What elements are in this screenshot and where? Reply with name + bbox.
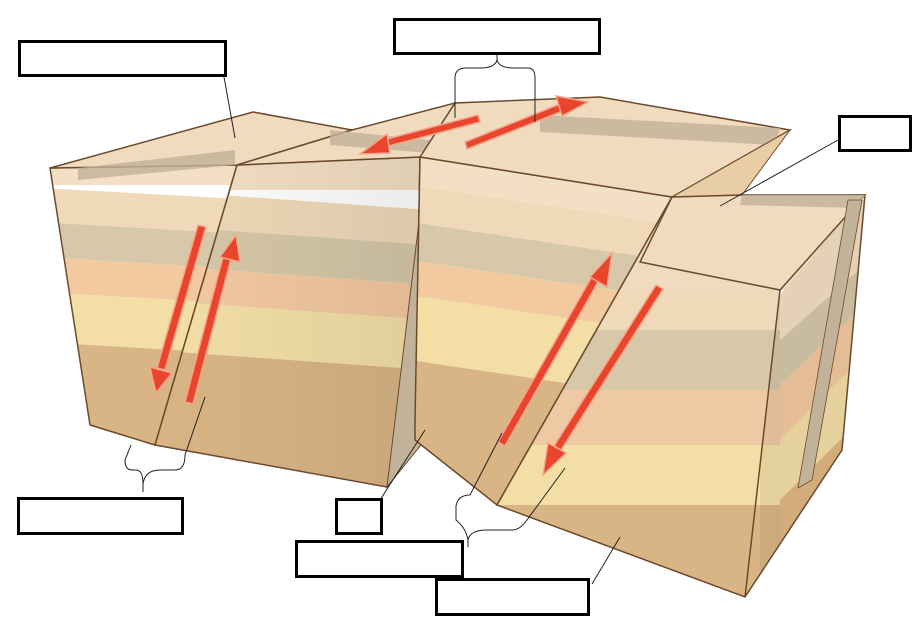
arrow-strike-right [464, 95, 591, 151]
label-box-top-left[interactable] [18, 40, 227, 77]
brace-bottom-right-half [467, 467, 566, 541]
marker-bed-top-left [78, 150, 235, 180]
block-right-top-edge [639, 261, 781, 291]
leader-small-center [379, 429, 426, 501]
arrow-reverse-up [184, 233, 241, 405]
label-box-bottom-center[interactable] [295, 540, 464, 578]
leader-bottom-right [591, 536, 621, 585]
label-box-bottom-left[interactable] [17, 497, 184, 535]
brace-right-half [142, 396, 206, 485]
leader-top-left [223, 76, 236, 139]
top-surface-center-right [418, 96, 793, 198]
label-box-bottom-right[interactable] [435, 578, 590, 616]
marker-bed-right-side [797, 199, 863, 489]
leader-right [719, 139, 839, 207]
leader-lines [124, 55, 839, 585]
marker-bed-top-far-right [740, 195, 865, 208]
marker-bed-top-right [540, 115, 780, 145]
arrow-normal-up [496, 250, 614, 448]
arrow-strike-left [357, 114, 481, 155]
arrow-normal-down [541, 283, 665, 478]
brace-top-left-half [454, 55, 498, 118]
brace-left-half [124, 444, 144, 492]
arrow-reverse-down [148, 224, 207, 395]
label-box-small-center[interactable] [335, 498, 383, 535]
block-right-edge [744, 289, 781, 598]
arrows [148, 95, 665, 478]
top-surface-right [638, 194, 867, 291]
label-box-right[interactable] [838, 115, 912, 152]
brace-bottom-left-half [455, 432, 503, 547]
label-box-top-center[interactable] [393, 18, 601, 55]
brace-top-right-half [496, 59, 536, 122]
